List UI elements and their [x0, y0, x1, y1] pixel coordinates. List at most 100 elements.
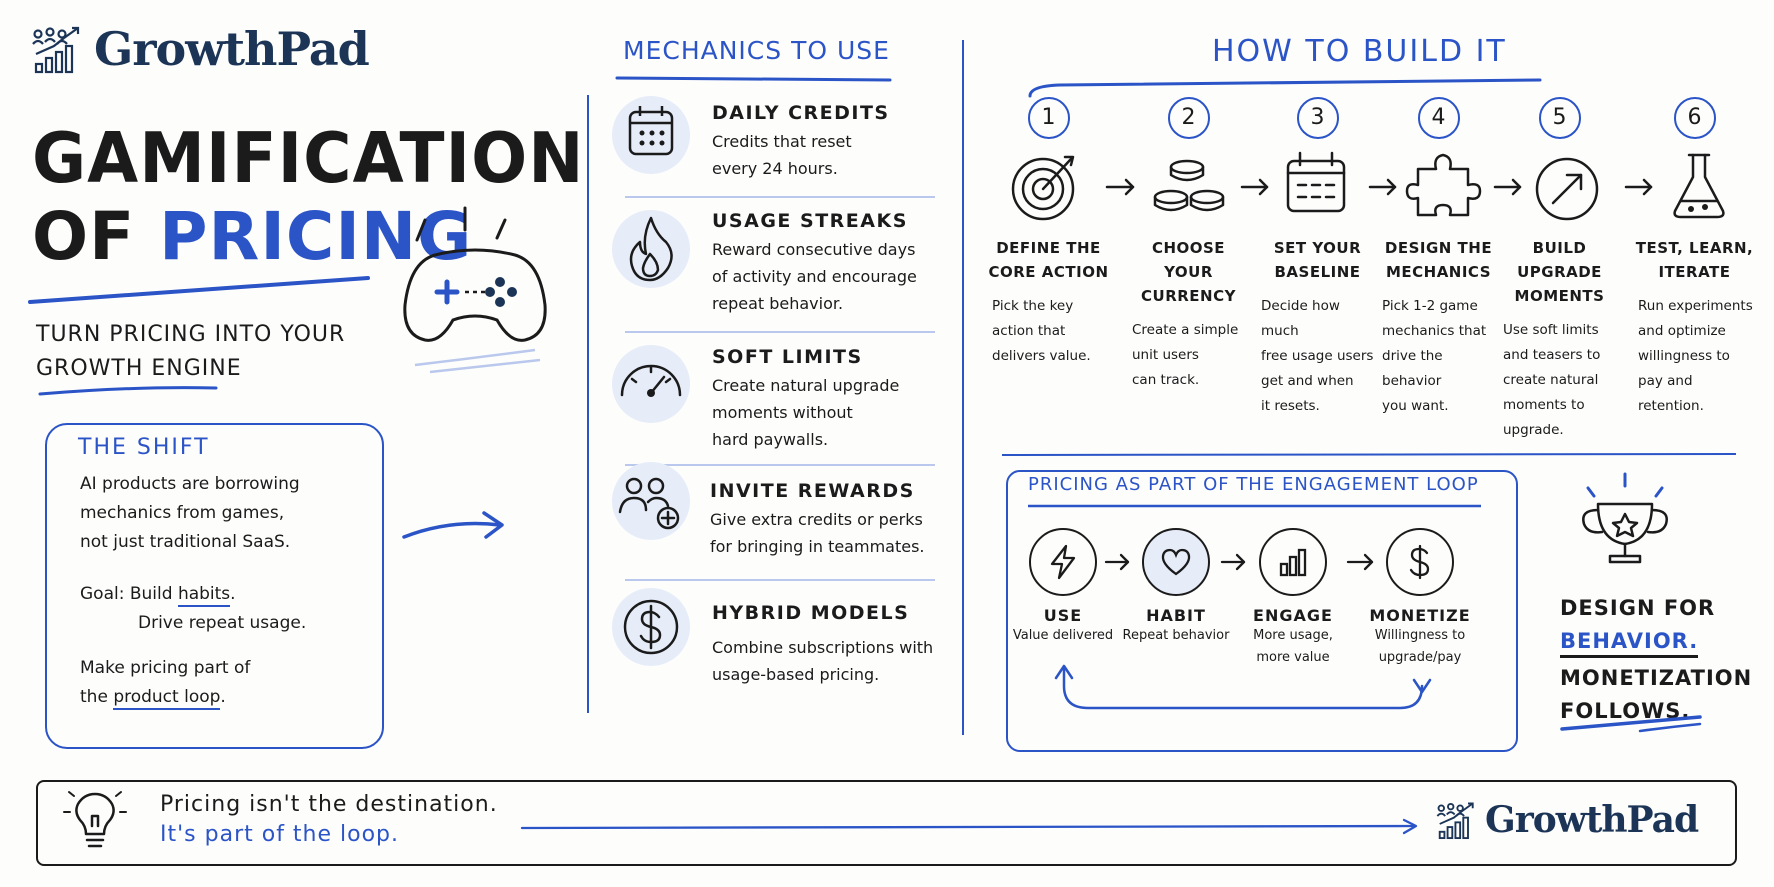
brand-logo[interactable]: GrowthPad [30, 22, 370, 76]
mechanic-name: USAGE STREAKS [712, 210, 908, 232]
loop-label: HABIT [1146, 606, 1206, 625]
loop-title: PRICING AS PART OF THE ENGAGEMENT LOOP [1028, 474, 1479, 495]
design-line1: DESIGN FOR [1560, 596, 1716, 620]
design-line2: BEHAVIOR. [1560, 627, 1699, 658]
loop-prefix: the [80, 687, 114, 707]
shift-loop-line1: Make pricing part of [80, 658, 251, 678]
mechanics-underline [615, 76, 892, 82]
shift-goal-line1: Goal: Build habits. [80, 580, 306, 609]
mechanic-name: DAILY CREDITS [712, 102, 890, 124]
loop-label: ENGAGE [1253, 606, 1333, 625]
step-icons [1011, 151, 1725, 221]
step-number: 2 [1167, 97, 1210, 139]
calendar-icon [612, 96, 690, 174]
loop-word: product loop [113, 687, 221, 710]
design-underline [1560, 715, 1702, 733]
step-number: 6 [1673, 97, 1716, 139]
column-divider [962, 40, 964, 735]
brand-name: GrowthPad [94, 22, 370, 76]
page-title-line2: OF PRICING [32, 198, 472, 275]
shift-goal-line2: Drive repeat usage. [138, 613, 307, 633]
step-number: 5 [1538, 97, 1581, 139]
lightning-icon [1029, 528, 1097, 596]
calendar-baseline-icon [1286, 151, 1346, 213]
subtitle: TURN PRICING INTO YOUR GROWTH ENGINE [36, 318, 345, 386]
shift-title: THE SHIFT [78, 435, 210, 460]
shift-goal: Goal: Build habits. Drive repeat usage. [80, 580, 306, 638]
loop-desc: More usage,more value [1253, 628, 1333, 665]
subtitle-line2: GROWTH ENGINE [36, 356, 242, 381]
loop-desc: Repeat behavior [1122, 628, 1230, 643]
mechanic-name: SOFT LIMITS [712, 346, 863, 368]
loop-suffix: . [220, 687, 226, 707]
footer-arrow-icon [520, 818, 1418, 835]
shift-card [45, 423, 384, 749]
mechanic-invite-rewards: INVITE REWARDS Give extra credits or per… [710, 480, 1040, 560]
growth-chart-icon [1436, 802, 1474, 840]
dollar-icon [612, 588, 690, 666]
mechanics-title: MECHANICS TO USE [623, 36, 890, 65]
brand-name: GrowthPad [1485, 799, 1699, 841]
users-plus-icon [612, 462, 690, 540]
footer-line1: Pricing isn't the destination. [160, 792, 498, 817]
footer-brand-logo[interactable]: GrowthPad [1435, 799, 1699, 841]
step-number: 3 [1296, 97, 1339, 139]
mechanic-name: HYBRID MODELS [712, 602, 910, 624]
loop-node-engage: ENGAGE More usage,more value [1233, 528, 1353, 669]
coins-icon [1153, 159, 1225, 212]
footer-line2: It's part of the loop. [160, 822, 400, 847]
step-number: 4 [1417, 97, 1460, 139]
goal-suffix: . [230, 584, 236, 604]
title-underline [28, 276, 370, 304]
loop-desc: Value delivered [1012, 628, 1114, 643]
loop-label: USE [1043, 606, 1083, 625]
loop-label: MONETIZE [1369, 606, 1471, 625]
bar-chart-icon [1259, 528, 1327, 596]
build-underline [1028, 78, 1542, 98]
shift-line: mechanics from games, [80, 503, 285, 523]
shift-loop: Make pricing part of the product loop. [80, 654, 250, 712]
puzzle-icon [1405, 153, 1482, 217]
growth-chart-icon [32, 26, 80, 74]
shift-paragraph-1: AI products are borrowing mechanics from… [80, 470, 300, 557]
shift-line: not just traditional SaaS. [80, 532, 291, 552]
heart-icon [1142, 528, 1210, 596]
loop-title-underline [1028, 504, 1481, 508]
mechanics-separators [625, 196, 935, 581]
subtitle-line1: TURN PRICING INTO YOUR [36, 322, 346, 347]
shift-loop-line2: the product loop. [80, 683, 250, 712]
title-prefix: OF [32, 198, 160, 275]
build-title: HOW TO BUILD IT [1212, 34, 1507, 69]
arrow-right-icon [402, 511, 504, 539]
loop-arrows [1054, 553, 1432, 710]
flask-icon [1673, 153, 1725, 219]
shift-line: AI products are borrowing [80, 474, 300, 494]
mechanic-name: INVITE REWARDS [710, 480, 915, 502]
subtitle-underline [38, 386, 218, 396]
target-icon [1011, 155, 1075, 221]
flame-icon [612, 210, 690, 288]
step-number: 1 [1027, 97, 1070, 139]
step-title: TEST, LEARN,ITERATE [1635, 239, 1754, 281]
